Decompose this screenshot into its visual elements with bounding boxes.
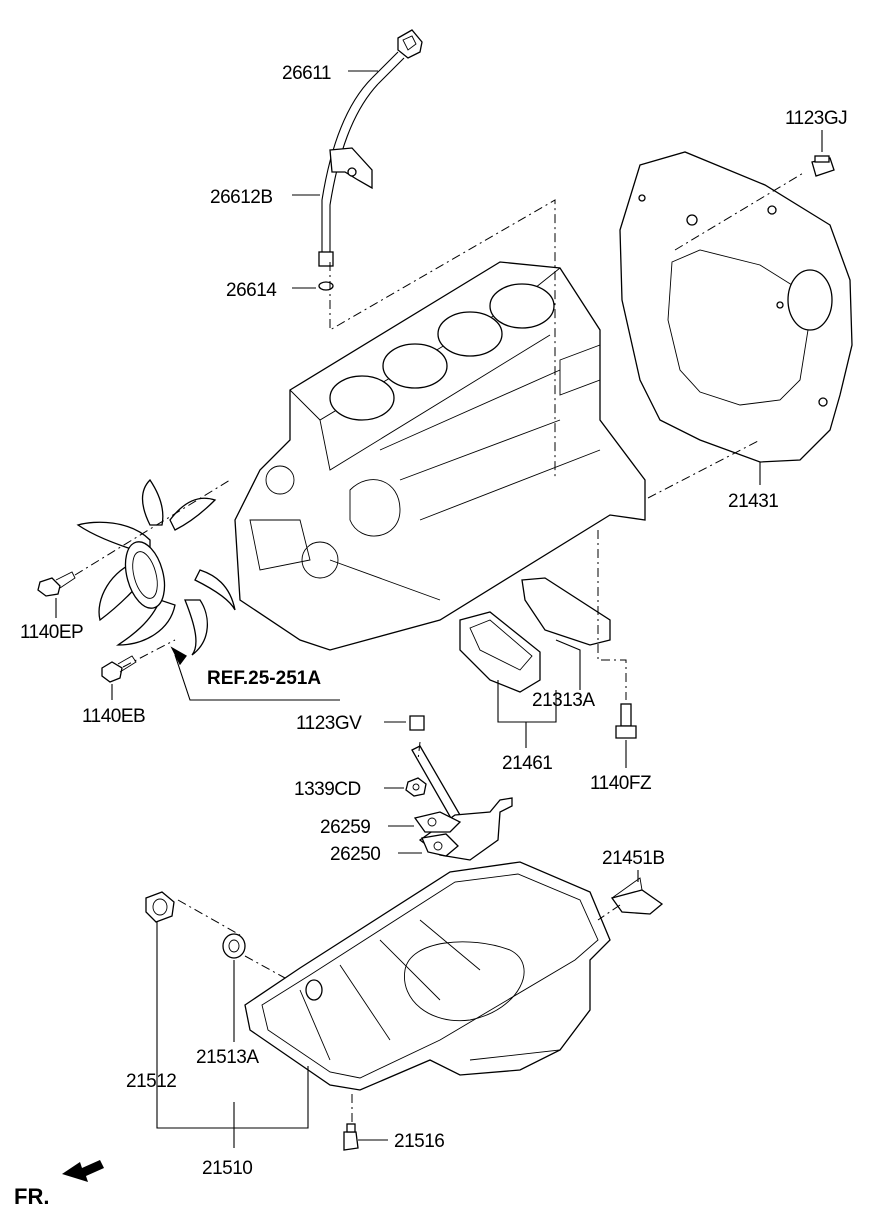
bracket-21461	[459, 577, 611, 693]
label-26250[interactable]: 26250	[330, 844, 381, 865]
oil-pan	[244, 861, 611, 1091]
label-1140eb[interactable]: 1140EB	[82, 706, 146, 727]
part-labels: 26611 26612B 26614 1123GJ 21431 1140EP 1…	[14, 63, 848, 1209]
label-21461[interactable]: 21461	[502, 753, 553, 774]
label-21313a[interactable]: 21313A	[532, 690, 596, 711]
label-1123gj[interactable]: 1123GJ	[785, 108, 848, 129]
oil-strainer	[411, 745, 513, 861]
dipstick-assembly	[318, 29, 423, 291]
label-21516[interactable]: 21516	[394, 1131, 445, 1152]
bolt-1123gj	[811, 155, 835, 177]
bolt-1140eb	[101, 655, 137, 683]
label-1140fz[interactable]: 1140FZ	[590, 773, 652, 794]
label-1140ep[interactable]: 1140EP	[20, 622, 84, 643]
label-21451b[interactable]: 21451B	[602, 848, 665, 869]
cooling-fan	[76, 478, 236, 656]
label-21431[interactable]: 21431	[728, 491, 779, 512]
cylinder-block	[234, 261, 646, 651]
label-ref-25-251a[interactable]: REF.25-251A	[207, 668, 321, 689]
drain-plug	[145, 891, 175, 923]
label-1339cd[interactable]: 1339CD	[294, 779, 361, 800]
bolt-1140fz	[615, 703, 637, 739]
label-1123gv[interactable]: 1123GV	[296, 713, 363, 734]
rear-plate	[619, 151, 853, 463]
label-21512[interactable]: 21512	[126, 1071, 177, 1092]
front-direction-arrow-icon	[62, 1160, 104, 1182]
bolt-21516	[343, 1123, 359, 1151]
leader-lines	[55, 70, 823, 1148]
label-26614[interactable]: 26614	[226, 280, 278, 301]
bolt-1140ep	[37, 571, 76, 597]
label-26611[interactable]: 26611	[282, 63, 331, 84]
label-front-direction: FR.	[14, 1184, 49, 1209]
label-26612b[interactable]: 26612B	[210, 187, 273, 208]
label-26259[interactable]: 26259	[320, 817, 371, 838]
nut-1339cd	[405, 777, 427, 797]
drain-washer	[222, 933, 246, 959]
label-21513a[interactable]: 21513A	[196, 1047, 260, 1068]
label-21510[interactable]: 21510	[202, 1158, 253, 1179]
sensor-21451b	[610, 877, 664, 915]
bolt-1123gv	[409, 715, 425, 731]
